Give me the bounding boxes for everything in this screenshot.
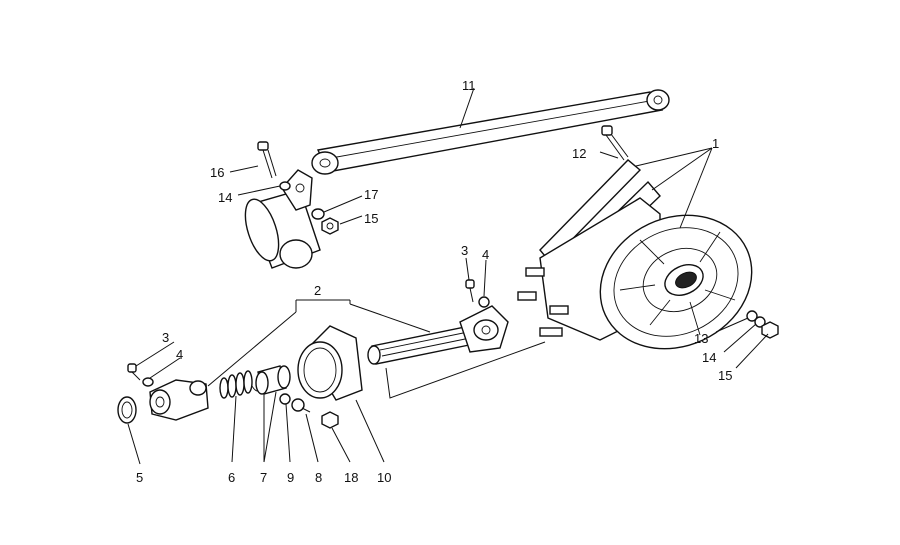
callout-7: 7	[260, 470, 267, 485]
callout-labels: 11 1 12 16 14 17 15 3 4 2 3 4 5 6 7 9 8 …	[136, 78, 732, 485]
washer-14-right	[754, 316, 766, 328]
bolt-12	[601, 125, 629, 161]
spring-6	[219, 370, 263, 399]
bevel-gear-housing-part-1	[517, 159, 753, 350]
callout-15: 15	[718, 368, 732, 383]
callout-14: 14	[218, 190, 232, 205]
callout-6: 6	[228, 470, 235, 485]
callout-16: 16	[210, 165, 224, 180]
washer-17	[311, 208, 325, 220]
callout-1: 1	[712, 136, 719, 151]
callout-4: 4	[482, 247, 489, 262]
bolt-16-upper	[257, 141, 277, 179]
u-joint-left	[149, 379, 209, 421]
callout-4: 4	[176, 347, 183, 362]
callout-8: 8	[315, 470, 322, 485]
washer-4-upper	[478, 296, 490, 308]
assembly-lines	[207, 299, 546, 399]
bolt-3-upper	[465, 279, 475, 303]
callout-18: 18	[344, 470, 358, 485]
callout-5: 5	[136, 470, 143, 485]
callout-9: 9	[287, 470, 294, 485]
nut-15-upper	[321, 217, 339, 235]
housing-studs	[517, 267, 569, 337]
leader-lines	[127, 87, 769, 465]
seal-ring-5	[117, 396, 137, 424]
nut-15-right	[761, 321, 779, 339]
callout-14: 14	[702, 350, 716, 365]
callout-10: 10	[377, 470, 391, 485]
screw-8	[291, 398, 311, 413]
cardan-shaft-part-2	[367, 305, 509, 365]
callout-17: 17	[364, 187, 378, 202]
bolt-3-lower	[127, 363, 141, 381]
washer-13-right	[746, 310, 758, 322]
callout-2: 2	[314, 283, 321, 298]
nut-18	[321, 411, 339, 429]
washer-9	[279, 393, 291, 405]
callout-12: 12	[572, 146, 586, 161]
callout-13: 13	[694, 331, 708, 346]
callout-11: 11	[462, 78, 476, 93]
callout-15: 15	[364, 211, 378, 226]
callout-3: 3	[162, 330, 169, 345]
washer-14-upper	[279, 181, 291, 191]
washer-4-lower	[142, 377, 154, 387]
frame-tube-bracket	[244, 169, 321, 269]
boot-cover-10	[297, 325, 363, 401]
reaction-rod-part-11	[311, 89, 670, 175]
sleeve-7	[255, 365, 291, 395]
callout-3: 3	[461, 243, 468, 258]
